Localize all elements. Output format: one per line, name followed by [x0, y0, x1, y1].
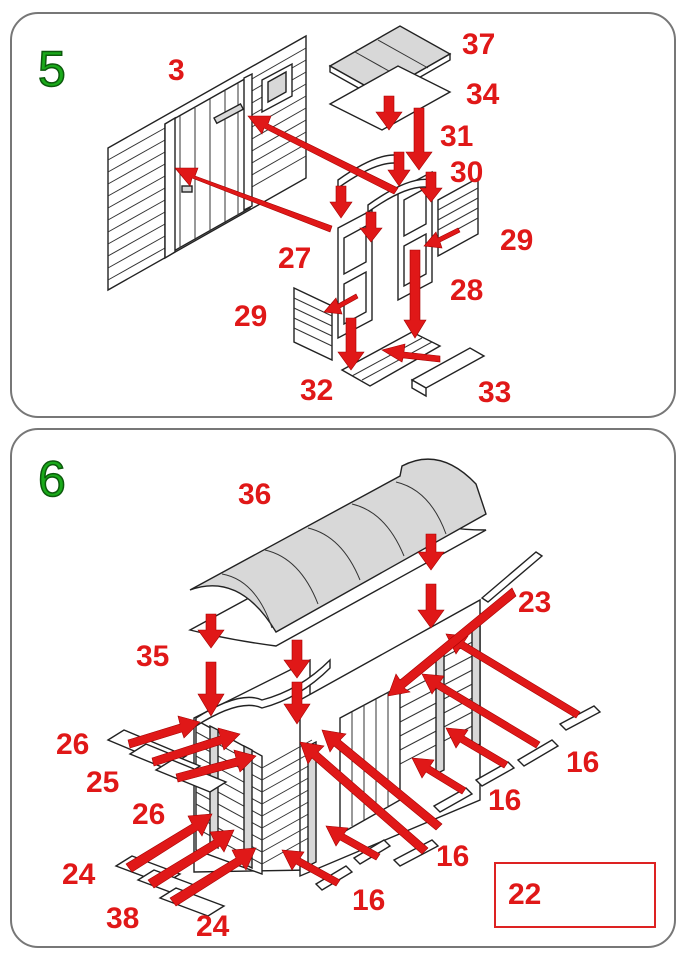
part-label-34: 34	[466, 78, 500, 111]
part-label-28: 28	[450, 274, 484, 307]
part-label-24-right: 24	[196, 910, 230, 943]
part-label-23: 23	[518, 586, 552, 619]
part-label-24-left: 24	[62, 858, 96, 891]
part-label-33: 33	[478, 376, 512, 409]
part-label-38: 38	[106, 902, 140, 935]
excluded-part-legend	[494, 862, 656, 928]
step-5-arrows	[174, 95, 461, 371]
part-label-16-a: 16	[352, 884, 386, 917]
step-6-arrows	[125, 533, 581, 907]
part-label-29-left: 29	[234, 300, 268, 333]
part-label-25: 25	[86, 766, 120, 799]
part-label-35: 35	[136, 640, 170, 673]
part-label-30: 30	[450, 156, 484, 189]
part-label-37: 37	[462, 28, 496, 61]
part-label-32: 32	[300, 374, 334, 407]
step-6-panel	[10, 428, 676, 948]
part-label-31: 31	[440, 120, 474, 153]
part-label-27: 27	[278, 242, 312, 275]
door-frames-27-28	[293, 154, 486, 398]
part-label-26-top: 26	[56, 728, 90, 761]
part-label-16-c: 16	[488, 784, 522, 817]
part-label-29-right: 29	[500, 224, 534, 257]
part-label-26-bottom: 26	[132, 798, 166, 831]
step-number-6: 6	[37, 451, 66, 507]
legend-part-label-22: 22	[508, 878, 542, 911]
part-label-36: 36	[238, 478, 272, 511]
step-number-5: 5	[37, 41, 66, 97]
door-wall-panel	[107, 34, 307, 292]
part-label-16-b: 16	[436, 840, 470, 873]
part-label-16-d: 16	[566, 746, 600, 779]
part-label-3: 3	[168, 54, 185, 87]
